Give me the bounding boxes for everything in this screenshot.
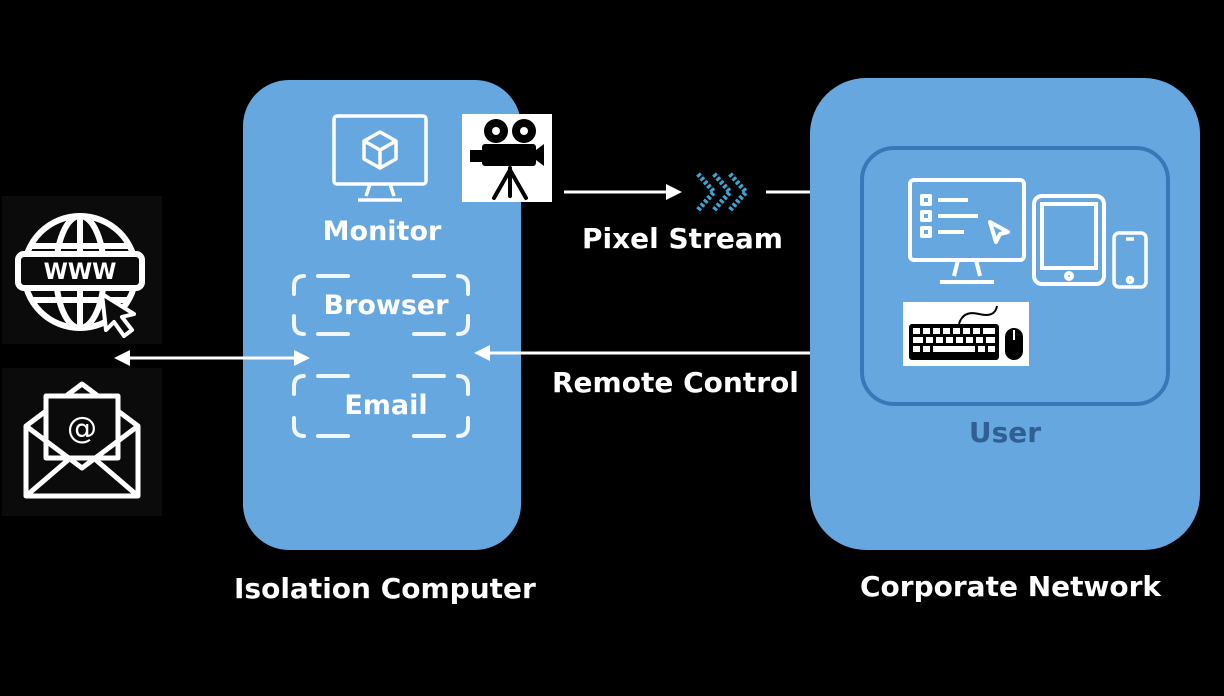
- pixel-stream-arrow-left: [564, 184, 682, 200]
- isolation-computer-title: Isolation Computer: [234, 572, 536, 605]
- tablet-icon: [1032, 194, 1106, 286]
- keyboard-mouse-tile: [903, 302, 1029, 366]
- browser-label: Browser: [323, 290, 449, 321]
- pixel-stream-label: Pixel Stream: [582, 222, 783, 255]
- remote-control-label: Remote Control: [552, 366, 799, 399]
- globe-www-icon: WWW: [15, 213, 145, 338]
- bidirectional-arrow: [114, 350, 310, 366]
- internet-tile: WWW: [2, 196, 162, 344]
- movie-camera-icon: [470, 119, 544, 200]
- browser-bracket-frame: [292, 274, 470, 336]
- email-label: Email: [344, 390, 428, 421]
- email-bracket-frame: [292, 374, 470, 438]
- envelope-at-icon: @: [23, 381, 141, 499]
- keyboard-mouse-icon: [909, 305, 1023, 360]
- email-tile: @: [2, 368, 162, 516]
- monitor-cube-icon: [332, 114, 428, 202]
- monitor-label: Monitor: [322, 216, 442, 247]
- user-devices-frame: [860, 146, 1170, 406]
- user-label: User: [968, 416, 1042, 449]
- at-sign-text: @: [67, 411, 97, 446]
- chevrons-icon: [696, 172, 750, 212]
- www-text: WWW: [44, 260, 117, 285]
- desktop-icon: [908, 178, 1026, 284]
- phone-icon: [1112, 231, 1148, 289]
- corporate-network-title: Corporate Network: [860, 570, 1162, 603]
- movie-camera-tile: [462, 114, 552, 202]
